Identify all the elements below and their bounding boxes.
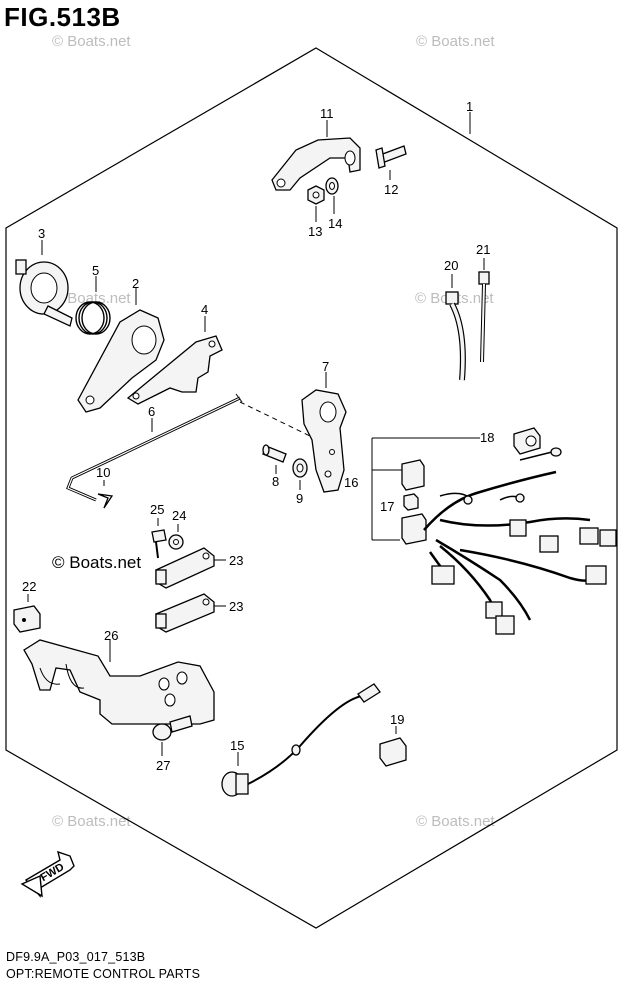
- callout-13: 13: [308, 224, 322, 239]
- callout-5: 5: [92, 263, 99, 278]
- relay-part-16: [401, 459, 425, 491]
- connector-part-18: [513, 427, 541, 455]
- screw-part-25: [151, 518, 167, 559]
- callout-12: 12: [384, 182, 398, 197]
- watermark: © Boats.net: [52, 813, 131, 830]
- callout-6: 6: [148, 404, 155, 419]
- callout-3: 3: [38, 226, 45, 241]
- bolt-part-12: [375, 145, 407, 180]
- cable-tie-part-20: [445, 274, 466, 381]
- callout-17: 17: [380, 499, 394, 514]
- callout-15: 15: [230, 738, 244, 753]
- callout-10: 10: [96, 465, 110, 480]
- wire-connectors: [431, 519, 617, 635]
- watermark: © Boats.net: [52, 33, 131, 50]
- callout-9: 9: [296, 491, 303, 506]
- callout-25: 25: [150, 502, 164, 517]
- callout-18: 18: [480, 430, 494, 445]
- clip-part-10: [97, 480, 114, 509]
- nut-part-13: [307, 185, 325, 222]
- callout-8: 8: [272, 474, 279, 489]
- callout-26: 26: [104, 628, 118, 643]
- callout-11: 11: [320, 106, 334, 121]
- pin-part-8: [262, 444, 287, 474]
- callout-2: 2: [132, 276, 139, 291]
- watermark: © Boats.net: [416, 33, 495, 50]
- link-part-23: [155, 593, 226, 633]
- figure-code: DF9.9A_P03_017_513B: [6, 950, 146, 964]
- washer-part-24: [168, 524, 184, 550]
- cap-part-19: [379, 726, 407, 767]
- callout-20: 20: [444, 258, 458, 273]
- bolt-part-27: [152, 715, 193, 756]
- callout-23: 23: [229, 553, 243, 568]
- callout-4: 4: [201, 302, 208, 317]
- callout-labels: 1 2 3 4 5 6 7 8 9 10 11 12 13 14 15 16 1…: [22, 99, 494, 773]
- washer-part-9: [292, 458, 308, 490]
- diagram-border: [5, 47, 618, 929]
- callout-16: 16: [344, 475, 358, 490]
- wire-harness: [423, 447, 591, 621]
- spring-part-5: [75, 276, 111, 335]
- figure-caption: OPT:REMOTE CONTROL PARTS: [6, 967, 201, 981]
- cable-tie-part-21: [478, 258, 490, 363]
- arm-part-7: [301, 372, 347, 493]
- plate-part-4: [126, 316, 223, 405]
- watermark-center: © Boats.net: [52, 553, 141, 572]
- callout-7: 7: [322, 359, 329, 374]
- washer-part-14: [325, 177, 339, 214]
- callout-1: 1: [466, 99, 473, 114]
- callout-19: 19: [390, 712, 404, 727]
- callout-14: 14: [328, 216, 342, 231]
- link-part-23: [155, 547, 226, 589]
- bracket-part-11: [271, 120, 361, 191]
- callout-23b: 23: [229, 599, 243, 614]
- watermarks: © Boats.net © Boats.net © Boats.net © Bo…: [52, 33, 495, 830]
- lever-part-2: [77, 288, 165, 413]
- plug-part-17: [401, 493, 427, 545]
- harness-part-15: [221, 683, 381, 797]
- callout-27: 27: [156, 758, 170, 773]
- fwd-marker: FWD: [20, 850, 75, 898]
- rod-part-6: [66, 393, 311, 502]
- bushing-part-3: [15, 240, 73, 327]
- callout-21: 21: [476, 242, 490, 257]
- pad-part-22: [13, 594, 41, 633]
- watermark: © Boats.net: [416, 813, 495, 830]
- callout-24: 24: [172, 508, 186, 523]
- bracket-part-26: [23, 639, 215, 725]
- figure-title: FIG.513B: [4, 2, 121, 32]
- callout-22: 22: [22, 579, 36, 594]
- watermark: © Boats.net: [52, 290, 131, 307]
